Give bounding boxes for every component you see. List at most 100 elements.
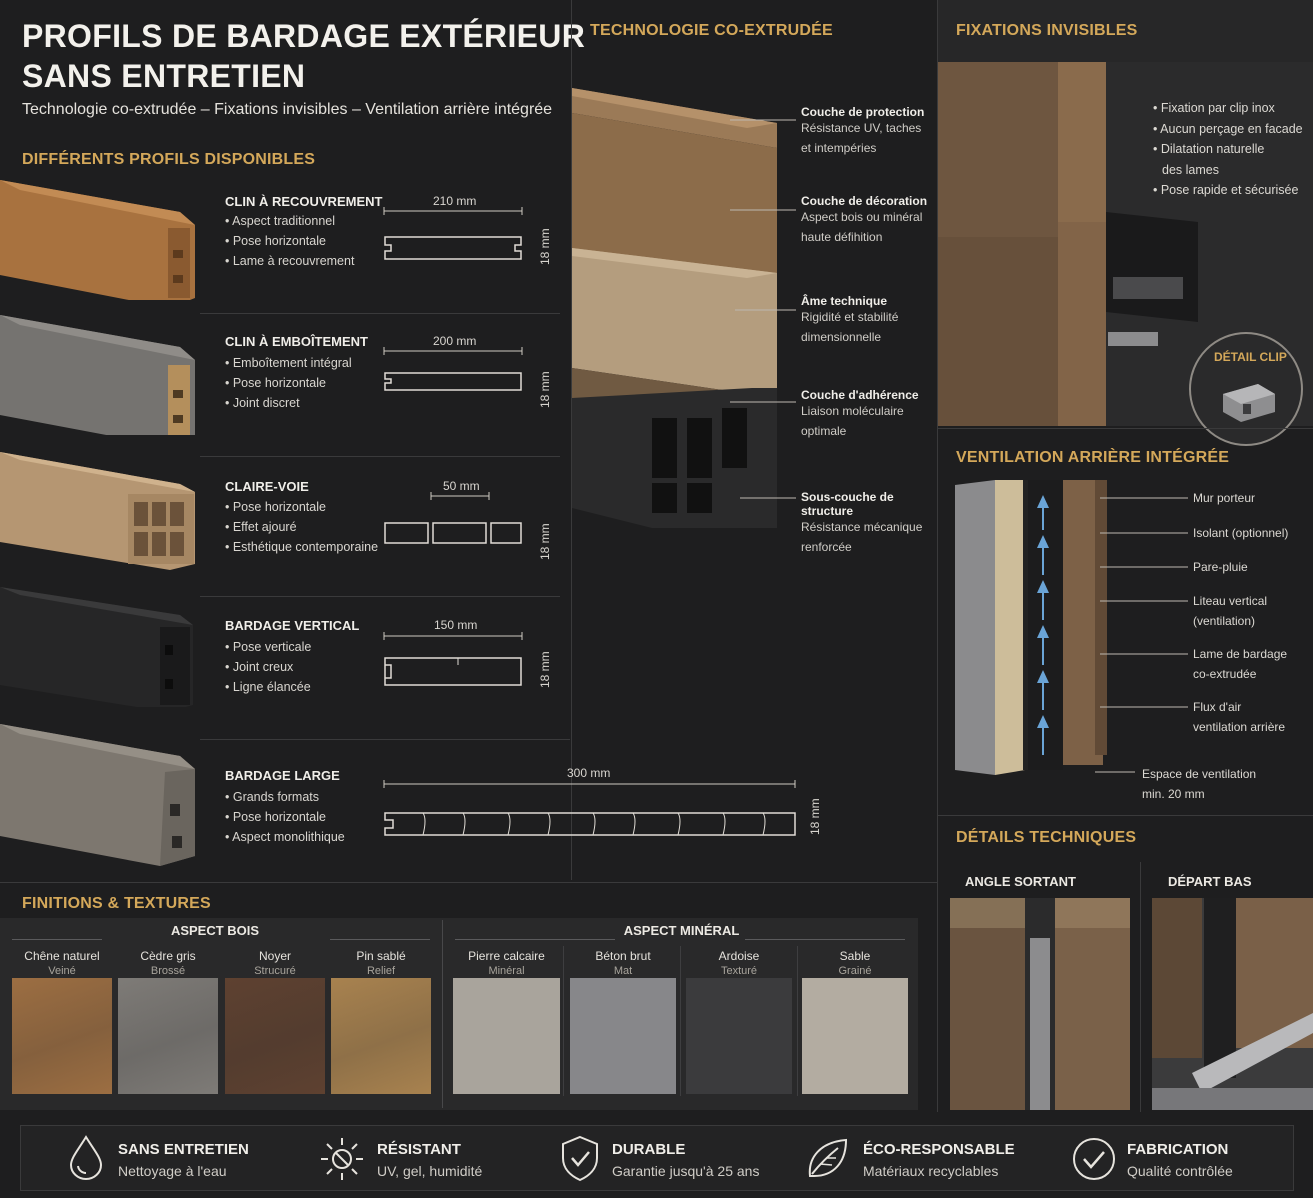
swatch-pin-sable[interactable] — [331, 978, 431, 1094]
ventilation-cross-section — [955, 480, 1107, 775]
swatch-sable[interactable] — [802, 978, 908, 1094]
title-line-2: SANS ENTRETIEN — [22, 58, 306, 94]
profile-name: CLIN À RECOUVREMENT — [225, 194, 383, 209]
check-circle-icon — [1071, 1136, 1117, 1187]
shield-check-icon — [558, 1134, 602, 1187]
profile-bullets: • Emboîtement intégral • Pose horizontal… — [225, 356, 352, 410]
profiles-heading: DIFFÉRENTS PROFILS DISPONIBLES — [22, 151, 316, 168]
fixations-bullets: • Fixation par clip inox • Aucun perçage… — [1153, 101, 1303, 197]
swatch-name: Sable — [839, 949, 871, 963]
divider — [937, 0, 938, 1112]
profile-bullets: • Grands formats • Pose horizontale • As… — [225, 790, 345, 844]
profile-name: BARDAGE VERTICAL — [225, 618, 360, 633]
profile-name: CLAIRE-VOIE — [225, 479, 309, 494]
coextrusion-heading: TECHNOLOGIE CO-EXTRUDÉE — [590, 22, 833, 39]
detail-depart-image — [1152, 898, 1313, 1110]
profile-width: 200 mm — [433, 334, 477, 348]
ventilation-label: Liteau vertical(ventilation) — [1193, 594, 1268, 628]
swatch-sub: Brossé — [150, 965, 186, 977]
feature-title: FABRICATION — [1127, 1141, 1229, 1158]
profile-image-clin-emboitement — [0, 315, 196, 435]
clip-detail-label: DÉTAIL CLIP — [1214, 350, 1287, 364]
profile-width: 300 mm — [567, 766, 611, 780]
profile-thickness: 18 mm — [538, 228, 552, 265]
leader-lines — [1095, 497, 1188, 773]
feature-sub: Nettoyage à l'eau — [118, 1163, 227, 1179]
profile-thickness: 18 mm — [538, 523, 552, 560]
features-bar — [20, 1125, 1294, 1191]
swatch-name: Noyer — [258, 949, 291, 963]
swatch-name: Béton brut — [595, 949, 651, 963]
profile-section-drawing — [383, 207, 523, 260]
profile-image-bardage-vertical — [0, 587, 196, 707]
profile-bullets: • Pose horizontale • Effet ajouré • Esth… — [225, 500, 379, 554]
details-heading: DÉTAILS TECHNIQUES — [956, 829, 1137, 846]
swatch-sub: Minéral — [488, 965, 525, 977]
layer-label: Couche d'adhérence Liaison moléculaire o… — [801, 388, 919, 438]
layer-label: Âme technique Rigidité et stabilité dime… — [801, 294, 899, 344]
swatch-beton-brut[interactable] — [570, 978, 676, 1094]
swatch-sub: Veiné — [48, 965, 76, 977]
profile-thickness: 18 mm — [808, 798, 822, 835]
feature-sub: Qualité contrôlée — [1127, 1163, 1233, 1179]
profile-section-drawing — [383, 632, 523, 686]
swatch-noyer[interactable] — [225, 978, 325, 1094]
swatch-cedre-gris[interactable] — [118, 978, 218, 1094]
profile-name: BARDAGE LARGE — [225, 768, 340, 783]
page-title: PROFILS DE BARDAGE EXTÉRIEUR SANS ENTRET… — [22, 16, 585, 96]
ventilation-heading: VENTILATION ARRIÈRE INTÉGRÉE — [956, 449, 1230, 466]
wood-finishes-heading: ASPECT BOIS — [170, 923, 260, 938]
layer-label: Couche de protection Résistance UV, tach… — [801, 105, 925, 155]
swatch-sub: Grainé — [838, 965, 872, 977]
divider — [571, 0, 572, 880]
profile-bullets: • Pose verticale • Joint creux • Ligne é… — [225, 640, 312, 694]
clip-detail-circle: DÉTAIL CLIP — [1189, 332, 1303, 446]
leaf-icon — [802, 1134, 852, 1187]
profile-thickness: 18 mm — [538, 371, 552, 408]
profile-bullets: • Aspect traditionnel • Pose horizontale… — [225, 214, 355, 268]
water-drop-icon — [66, 1134, 106, 1185]
swatch-name: Pierre calcaire — [468, 949, 545, 963]
swatch-pierre-calcaire[interactable] — [453, 978, 560, 1094]
swatch-name: Cèdre gris — [140, 949, 196, 963]
profile-name: CLIN À EMBOÎTEMENT — [225, 334, 368, 349]
profile-width: 50 mm — [443, 479, 480, 493]
feature-title: RÉSISTANT — [377, 1141, 461, 1158]
swatch-name: Chêne naturel — [24, 949, 100, 963]
swatch-chene-naturel[interactable] — [12, 978, 112, 1094]
ventilation-label: Mur porteur — [1193, 491, 1256, 505]
ventilation-label: Isolant (optionnel) — [1193, 526, 1289, 540]
feature-title: ÉCO-RESPONSABLE — [863, 1141, 1015, 1158]
swatch-sub: Strucuré — [254, 965, 296, 977]
swatch-ardoise[interactable] — [686, 978, 792, 1094]
feature-sub: UV, gel, humidité — [377, 1163, 483, 1179]
feature-sub: Garantie jusqu'à 25 ans — [612, 1163, 760, 1179]
profile-section-drawing — [383, 780, 796, 836]
swatch-sub: Texturé — [720, 965, 758, 977]
leader-lines — [730, 119, 796, 499]
title-line-1: PROFILS DE BARDAGE EXTÉRIEUR — [22, 18, 586, 54]
profile-section-drawing — [384, 492, 522, 544]
feature-title: DURABLE — [612, 1141, 686, 1158]
sun-snow-icon — [318, 1136, 366, 1187]
swatch-name: Pin sablé — [356, 949, 406, 963]
swatch-name: Ardoise — [718, 949, 760, 963]
detail-depart-title: DÉPART BAS — [1168, 874, 1252, 889]
coextrusion-layers-image — [572, 88, 777, 528]
feature-title: SANS ENTRETIEN — [118, 1141, 249, 1158]
fixations-heading: FIXATIONS INVISIBLES — [956, 22, 1138, 39]
profile-width: 150 mm — [434, 618, 478, 632]
page-subtitle: Technologie co-extrudée – Fixations invi… — [22, 101, 553, 118]
layer-label: Couche de décoration Aspect bois ou miné… — [801, 194, 928, 244]
profile-section-drawing — [383, 347, 523, 391]
ventilation-label: Pare-pluie — [1193, 560, 1248, 574]
profile-thickness: 18 mm — [538, 651, 552, 688]
detail-angle-title: ANGLE SORTANT — [965, 874, 1076, 889]
profile-image-bardage-large — [0, 724, 196, 869]
detail-angle-image — [950, 898, 1130, 1110]
profile-width: 210 mm — [433, 194, 477, 208]
profile-image-claire-voie — [0, 452, 196, 572]
